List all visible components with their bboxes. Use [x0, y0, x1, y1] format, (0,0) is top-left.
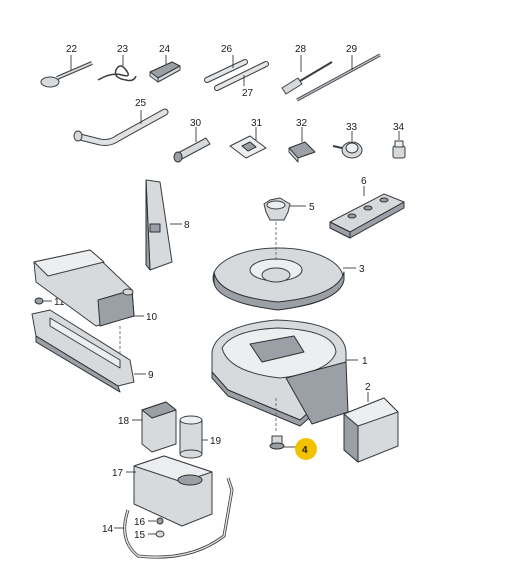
callout-25: 25: [135, 98, 147, 109]
callout-10: 10: [146, 312, 158, 323]
part-22-eye-bolt[interactable]: [40, 61, 93, 88]
part-16-clip[interactable]: [156, 517, 164, 525]
part-11-nut[interactable]: [34, 297, 44, 305]
callout-4-highlight[interactable]: 4: [295, 438, 317, 460]
callout-23: 23: [117, 44, 129, 55]
callout-14: 14: [102, 524, 114, 535]
part-4-screw[interactable]: [269, 435, 285, 450]
part-33-gauge[interactable]: [332, 141, 363, 159]
part-19-sealant-bottle[interactable]: [179, 415, 203, 459]
part-5-wing-nut[interactable]: [263, 197, 291, 221]
callout-34: 34: [393, 122, 405, 133]
part-25-wheel-wrench[interactable]: [73, 108, 169, 146]
part-18-compressor-box[interactable]: [141, 401, 177, 453]
part-3-cover-disk[interactable]: [212, 247, 345, 311]
callout-4: 4: [302, 445, 308, 456]
part-24-clip[interactable]: [149, 61, 181, 83]
callout-32: 32: [296, 118, 308, 129]
callout-18: 18: [118, 416, 130, 427]
part-27-pin[interactable]: [214, 61, 269, 91]
part-6-foam-insert[interactable]: [329, 193, 405, 239]
callout-30: 30: [190, 118, 202, 129]
part-15-screw[interactable]: [155, 530, 165, 538]
part-31-plate[interactable]: [229, 135, 267, 159]
callout-28: 28: [295, 44, 307, 55]
callout-27: 27: [242, 88, 254, 99]
callout-24: 24: [159, 44, 171, 55]
callout-31: 31: [251, 118, 263, 129]
callout-29: 29: [346, 44, 358, 55]
callout-19: 19: [210, 436, 222, 447]
part-14-strap[interactable]: [123, 477, 234, 559]
callout-11: 11: [54, 297, 65, 308]
part-26-pin[interactable]: [204, 59, 248, 83]
callout-5: 5: [309, 202, 315, 213]
callout-8: 8: [184, 220, 190, 231]
part-17-holder[interactable]: [133, 455, 213, 527]
callout-6: 6: [361, 176, 367, 187]
callout-9: 9: [148, 370, 154, 381]
part-32-pad[interactable]: [288, 141, 316, 163]
part-23-wire-clip[interactable]: [97, 65, 137, 82]
part-10-jack[interactable]: [33, 249, 135, 327]
callout-2: 2: [365, 382, 371, 393]
part-29-rod[interactable]: [296, 53, 381, 102]
callout-33: 33: [346, 122, 358, 133]
part-1-tool-tray[interactable]: [211, 319, 349, 427]
part-9-jack-holder[interactable]: [31, 309, 135, 393]
part-34-cap[interactable]: [392, 140, 406, 159]
callout-15: 15: [134, 530, 146, 541]
callout-3: 3: [359, 264, 365, 275]
part-8-wheel-chock[interactable]: [145, 179, 173, 271]
part-2-foam-block[interactable]: [343, 397, 399, 463]
callout-22: 22: [66, 44, 78, 55]
callout-17: 17: [112, 468, 124, 479]
callout-1: 1: [362, 356, 368, 367]
callout-16: 16: [134, 517, 146, 528]
part-30-bolt[interactable]: [173, 137, 211, 163]
part-28-screwdriver[interactable]: [281, 61, 333, 95]
callout-26: 26: [221, 44, 233, 55]
